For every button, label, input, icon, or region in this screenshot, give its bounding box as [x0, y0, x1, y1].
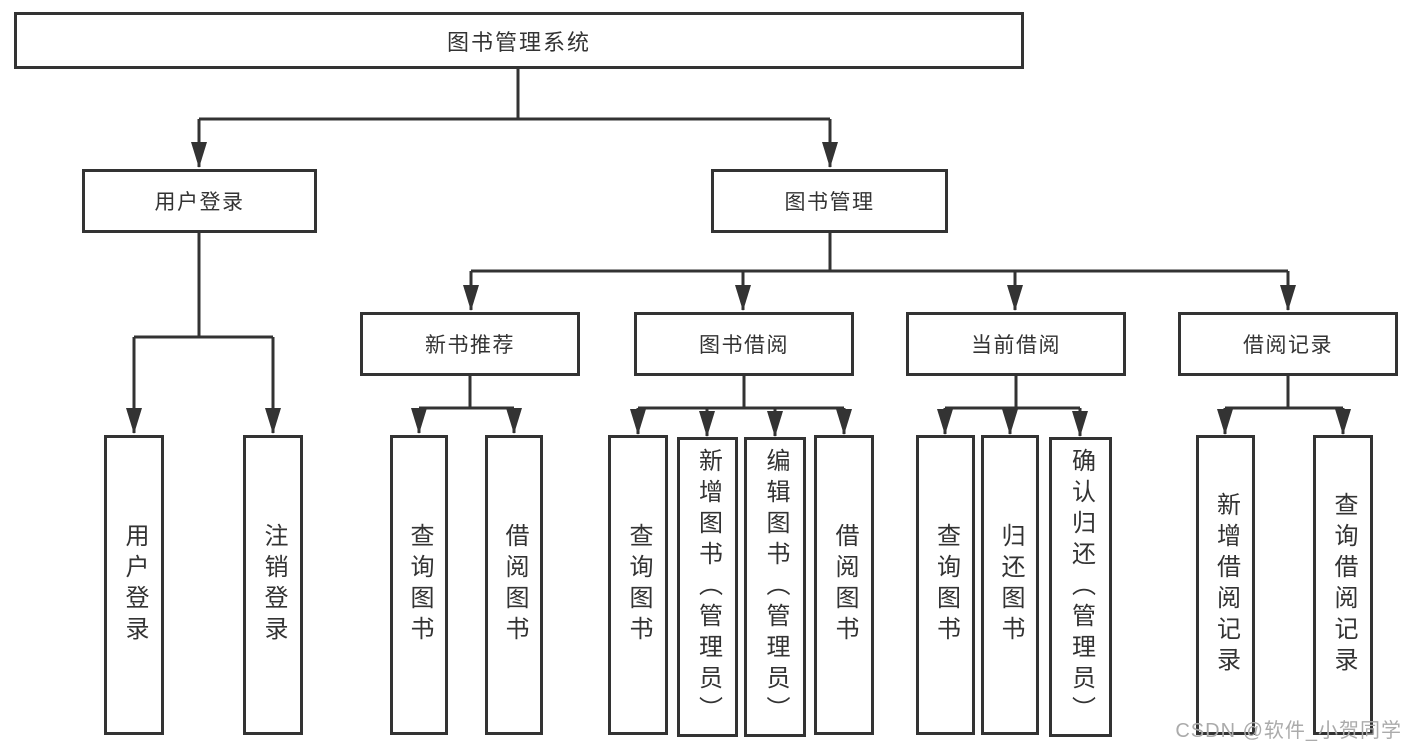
node-root: 图书管理系统: [14, 12, 1024, 69]
leaf-cb-query: 查询图书: [916, 435, 975, 735]
node-root-label: 图书管理系统: [446, 29, 591, 55]
leaf-bb-add-label: 新增图书（管理员）: [694, 447, 722, 727]
node-book-borrow-label: 图书借阅: [699, 334, 789, 357]
connector-root-trunk: [199, 69, 830, 121]
leaf-bb-borrow: 借阅图书: [814, 435, 874, 735]
leaf-cb-confirm: 确认归还（管理员）: [1049, 437, 1112, 737]
leaf-nb-query-label: 查询图书: [406, 523, 433, 647]
node-borrow-records: 借阅记录: [1178, 312, 1398, 376]
leaf-cb-confirm-label: 确认归还（管理员）: [1067, 447, 1095, 727]
node-borrow-records-label: 借阅记录: [1243, 334, 1333, 357]
leaf-br-query: 查询借阅记录: [1313, 435, 1373, 735]
node-user-login-label: 用户登录: [154, 191, 245, 214]
node-book-mgmt: 图书管理: [711, 169, 948, 233]
leaf-bb-query: 查询图书: [608, 435, 668, 735]
connector-book-mgmt-trunk: [471, 233, 1288, 273]
leaf-logout-label: 注销登录: [260, 523, 287, 647]
node-current-borrow: 当前借阅: [906, 312, 1126, 376]
leaf-bb-edit-label: 编辑图书（管理员）: [762, 447, 789, 727]
node-current-borrow-label: 当前借阅: [971, 334, 1061, 357]
leaf-nb-borrow-label: 借阅图书: [501, 523, 528, 647]
leaf-bb-add: 新增图书（管理员）: [677, 437, 738, 737]
connector-user-login-trunk: [134, 233, 273, 339]
leaf-nb-borrow: 借阅图书: [485, 435, 543, 735]
node-new-books-label: 新书推荐: [425, 334, 515, 357]
csdn-watermark: CSDN @软件_小贺同学: [1175, 720, 1402, 742]
connector-new-books-trunk: [419, 376, 514, 410]
node-user-login: 用户登录: [82, 169, 317, 233]
leaf-br-add: 新增借阅记录: [1196, 435, 1255, 735]
leaf-cb-query-label: 查询图书: [932, 523, 960, 647]
leaf-nb-query: 查询图书: [390, 435, 448, 735]
leaf-cb-return: 归还图书: [981, 435, 1039, 735]
leaf-bb-borrow-label: 借阅图书: [831, 523, 858, 647]
node-new-books: 新书推荐: [360, 312, 580, 376]
leaf-cb-return-label: 归还图书: [997, 523, 1024, 647]
leaf-bb-edit: 编辑图书（管理员）: [744, 437, 806, 737]
leaf-bb-query-label: 查询图书: [625, 523, 652, 647]
leaf-user-login: 用户登录: [104, 435, 164, 735]
leaf-logout: 注销登录: [243, 435, 303, 735]
connector-book-borrow-trunk: [638, 376, 844, 410]
leaf-br-query-label: 查询借阅记录: [1330, 492, 1357, 678]
connector-current-borrow-trunk: [945, 376, 1080, 410]
connector-borrow-records-trunk: [1225, 376, 1343, 410]
leaf-br-add-label: 新增借阅记录: [1212, 492, 1240, 678]
node-book-borrow: 图书借阅: [634, 312, 854, 376]
node-book-mgmt-label: 图书管理: [784, 191, 875, 214]
leaf-user-login-label: 用户登录: [121, 523, 148, 647]
